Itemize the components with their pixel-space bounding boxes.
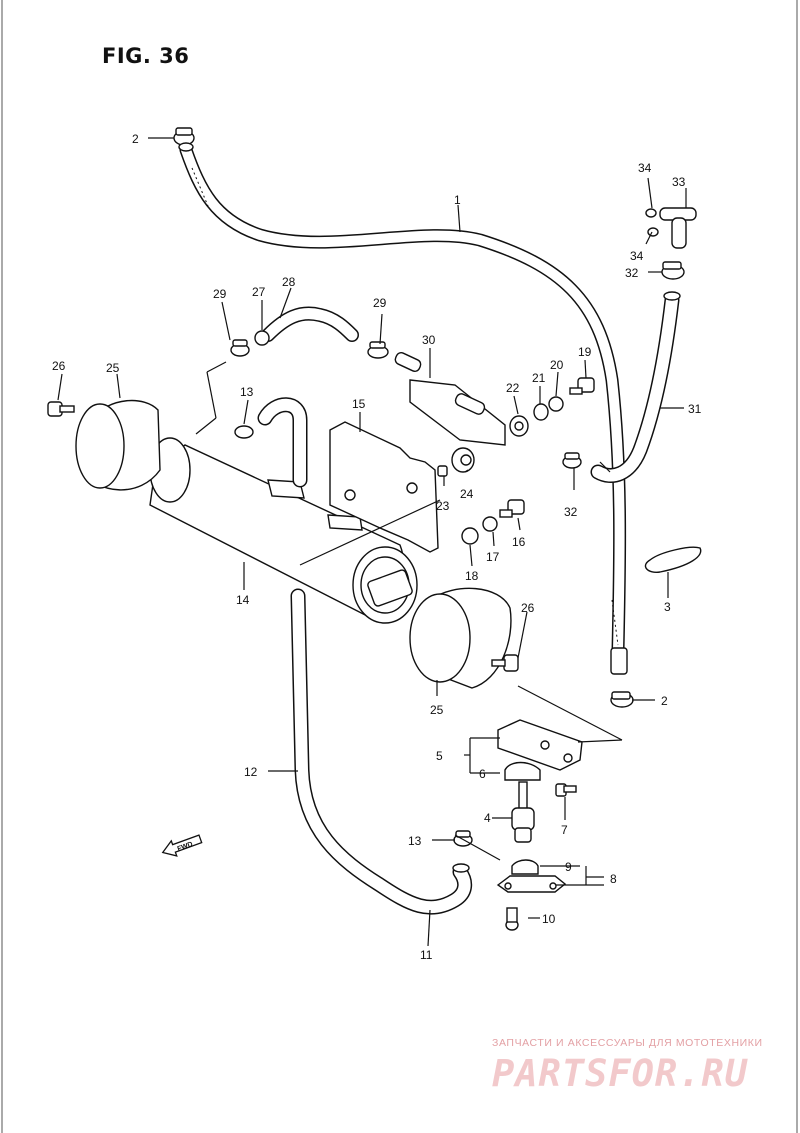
callout-25: 25 bbox=[106, 361, 120, 375]
callout-13: 13 bbox=[240, 385, 254, 399]
callout-2: 2 bbox=[132, 132, 139, 146]
screw-26-left bbox=[47, 401, 75, 417]
bracket-30 bbox=[394, 352, 506, 446]
callout-14: 14 bbox=[236, 593, 250, 607]
clamp-27 bbox=[254, 330, 270, 346]
callout-4: 4 bbox=[484, 811, 491, 825]
callout-33: 33 bbox=[672, 175, 686, 189]
bolt-16 bbox=[499, 499, 525, 518]
callout-9: 9 bbox=[565, 860, 572, 874]
callout-17: 17 bbox=[486, 550, 500, 564]
clamp-29-left bbox=[230, 339, 250, 357]
bush-24-hole bbox=[460, 454, 472, 466]
washer-18 bbox=[461, 527, 479, 545]
screw-26-right bbox=[491, 654, 519, 672]
bracket-15-hole bbox=[344, 489, 356, 501]
clamp-2-bottom bbox=[610, 691, 634, 708]
washer-22-hole bbox=[514, 421, 524, 431]
bracket-8 bbox=[496, 875, 567, 893]
clamp-6 bbox=[504, 761, 541, 781]
callout-numbers: 1 2 2 3 4 5 6 7 8 9 10 11 12 13 13 14 15… bbox=[52, 132, 702, 962]
callout-7: 7 bbox=[561, 823, 568, 837]
callout-29: 29 bbox=[213, 287, 227, 301]
bracket-8-hole bbox=[549, 882, 557, 890]
callout-10: 10 bbox=[542, 912, 556, 926]
bolt-19 bbox=[569, 377, 595, 395]
callout-28: 28 bbox=[282, 275, 296, 289]
collar-23 bbox=[437, 465, 448, 477]
callout-26: 26 bbox=[521, 601, 535, 615]
washer-17 bbox=[482, 516, 498, 532]
end-cap-25-right bbox=[409, 587, 512, 689]
callout-30: 30 bbox=[422, 333, 436, 347]
clamp-2-top bbox=[173, 127, 195, 152]
hose-28 bbox=[261, 306, 359, 342]
bolt-7 bbox=[555, 783, 577, 797]
hose-13-upper bbox=[234, 397, 308, 488]
leader-lines bbox=[57, 137, 687, 947]
callout-19: 19 bbox=[578, 345, 592, 359]
callout-27: 27 bbox=[252, 285, 266, 299]
callout-26: 26 bbox=[52, 359, 66, 373]
callout-34: 34 bbox=[638, 161, 652, 175]
nut-20 bbox=[548, 396, 564, 412]
callout-21: 21 bbox=[532, 371, 546, 385]
callout-6: 6 bbox=[479, 767, 486, 781]
callout-20: 20 bbox=[550, 358, 564, 372]
callout-5: 5 bbox=[436, 749, 443, 763]
callout-34: 34 bbox=[630, 249, 644, 263]
callout-16: 16 bbox=[512, 535, 526, 549]
callout-1: 1 bbox=[454, 193, 461, 207]
forward-arrow-icon: FWD bbox=[161, 834, 203, 857]
clamp-13-lower bbox=[453, 830, 473, 847]
washer-21 bbox=[533, 403, 549, 421]
callout-12: 12 bbox=[244, 765, 258, 779]
callout-15: 15 bbox=[352, 397, 366, 411]
clamp-29-right bbox=[367, 341, 389, 359]
end-cap-25-left bbox=[75, 399, 161, 491]
callout-24: 24 bbox=[460, 487, 474, 501]
watermark-tagline: ЗАПЧАСТИ И АКСЕССУАРЫ ДЛЯ МОТОТЕХНИКИ bbox=[492, 1037, 763, 1049]
callout-8: 8 bbox=[610, 872, 617, 886]
hose-1-end bbox=[610, 647, 628, 675]
damper-4 bbox=[511, 781, 535, 843]
clamp-32-top bbox=[661, 261, 685, 280]
callout-22: 22 bbox=[506, 381, 520, 395]
watermark-logo: PARTSFOR.RU bbox=[492, 1052, 749, 1095]
hose-31 bbox=[590, 291, 681, 483]
callout-32: 32 bbox=[625, 266, 639, 280]
callout-32: 32 bbox=[564, 505, 578, 519]
callout-2: 2 bbox=[661, 694, 668, 708]
bracket-8-hole bbox=[504, 882, 512, 890]
collar-9 bbox=[511, 859, 539, 875]
hose-12-11 bbox=[290, 588, 473, 915]
callout-18: 18 bbox=[465, 569, 479, 583]
tee-joint-33 bbox=[645, 207, 697, 249]
clamp-32-lower bbox=[562, 452, 582, 469]
figure-title: FIG. 36 bbox=[102, 44, 190, 68]
callout-29: 29 bbox=[373, 296, 387, 310]
callout-11: 11 bbox=[420, 948, 433, 962]
bracket-15-hole bbox=[406, 482, 418, 494]
callout-3: 3 bbox=[664, 600, 671, 614]
bracket-15 bbox=[329, 421, 439, 553]
canister-14 bbox=[149, 437, 418, 624]
hose-1 bbox=[179, 143, 627, 657]
callout-23: 23 bbox=[436, 499, 450, 513]
callout-25: 25 bbox=[430, 703, 444, 717]
bolt-10 bbox=[505, 907, 519, 931]
callout-13: 13 bbox=[408, 834, 422, 848]
bracket-5 bbox=[497, 719, 583, 771]
callout-31: 31 bbox=[688, 402, 702, 416]
clip-3 bbox=[644, 546, 702, 574]
